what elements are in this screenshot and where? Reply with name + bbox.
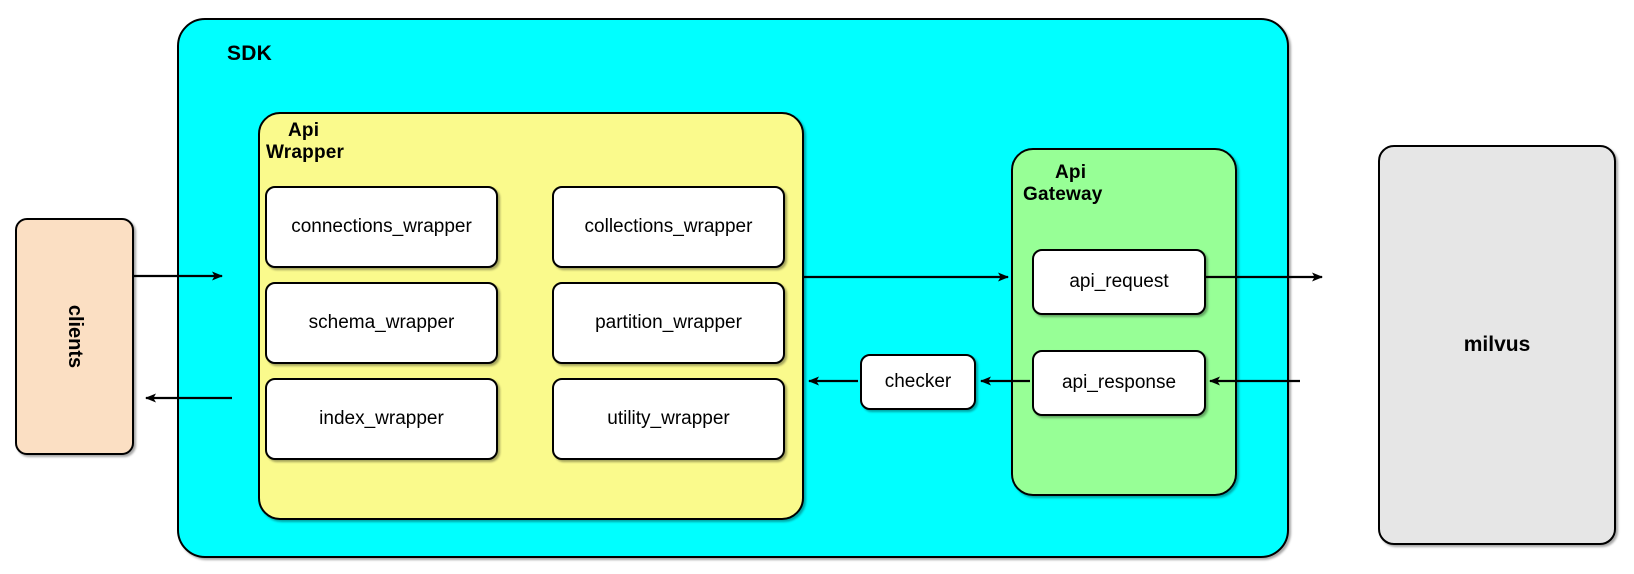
api-wrapper-label-line1: Api (288, 120, 320, 141)
node-label: collections_wrapper (584, 216, 753, 237)
milvus-node[interactable]: milvus (1378, 145, 1616, 545)
api-gateway-label-line2: Gateway (1023, 184, 1103, 206)
node-collections-wrapper[interactable]: collections_wrapper (552, 186, 785, 268)
milvus-label: milvus (1463, 333, 1531, 356)
node-api-response[interactable]: api_response (1032, 350, 1206, 416)
clients-label: clients (63, 304, 86, 369)
node-connections-wrapper[interactable]: connections_wrapper (265, 186, 498, 268)
api-wrapper-label-line2: Wrapper (266, 142, 345, 164)
node-label: checker (884, 371, 952, 392)
sdk-label: SDK (227, 42, 272, 65)
node-label: utility_wrapper (607, 408, 730, 429)
node-label: api_request (1069, 271, 1169, 292)
node-api-request[interactable]: api_request (1032, 249, 1206, 315)
clients-node[interactable]: clients (15, 218, 134, 455)
node-label: schema_wrapper (308, 312, 455, 333)
api-gateway-label-line1: Api (1055, 162, 1087, 183)
node-label: index_wrapper (319, 408, 444, 429)
node-label: connections_wrapper (291, 216, 472, 237)
node-schema-wrapper[interactable]: schema_wrapper (265, 282, 498, 364)
api-gateway-container[interactable]: Api Gateway (1011, 148, 1237, 496)
node-index-wrapper[interactable]: index_wrapper (265, 378, 498, 460)
node-utility-wrapper[interactable]: utility_wrapper (552, 378, 785, 460)
api-wrapper-label: Api Wrapper (266, 120, 344, 165)
node-label: api_response (1061, 372, 1177, 393)
node-checker[interactable]: checker (860, 354, 976, 410)
node-label: partition_wrapper (595, 312, 742, 333)
api-gateway-label: Api Gateway (1023, 162, 1103, 207)
node-partition-wrapper[interactable]: partition_wrapper (552, 282, 785, 364)
